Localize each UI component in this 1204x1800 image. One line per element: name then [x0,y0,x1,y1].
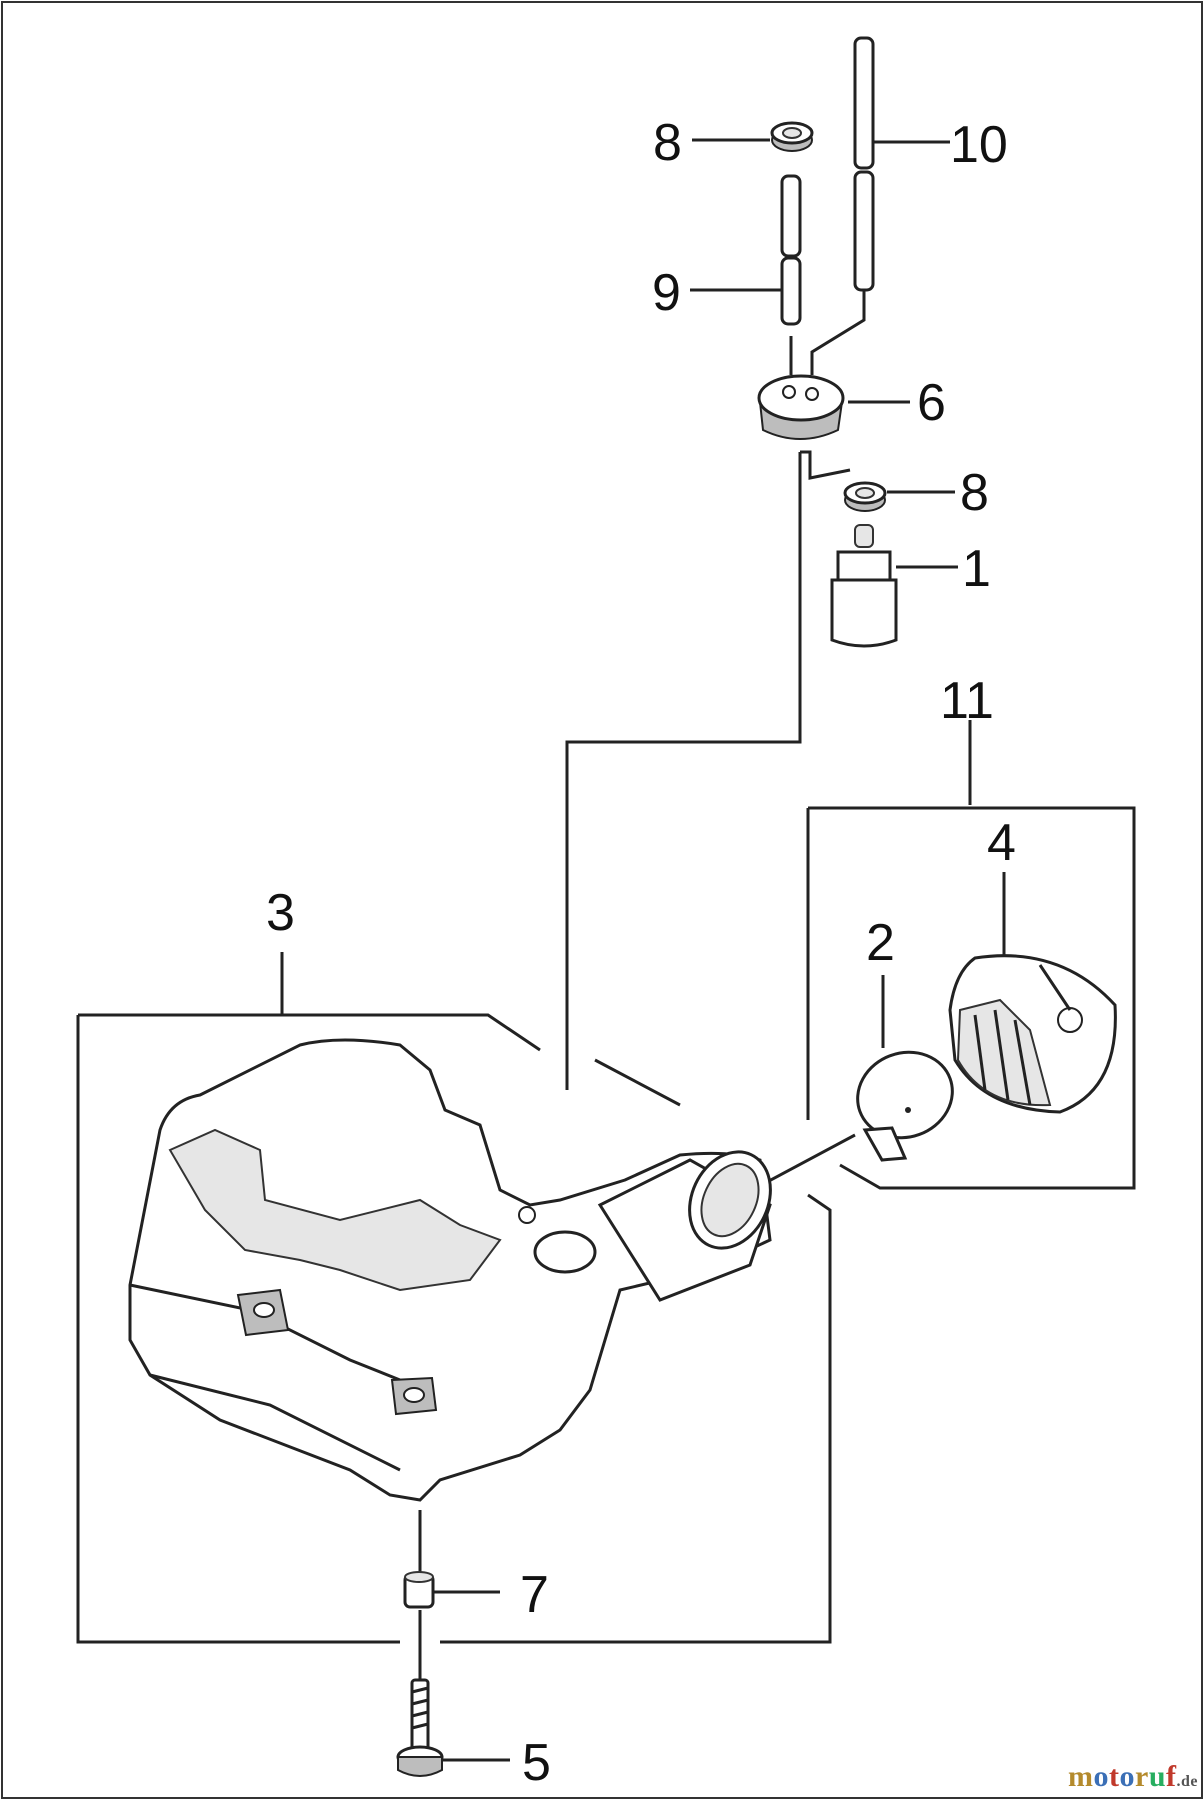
group-3-bracket [76,952,832,1644]
label-part-10: 10 [950,116,1008,174]
part-5-screw [396,1678,510,1777]
mount-boss-left [236,1288,290,1337]
part-7-collar [403,1510,500,1720]
label-part-5: 5 [522,1734,551,1792]
label-part-4: 4 [987,814,1016,872]
part-2-gasket [751,975,954,1192]
part-3-fuel-tank [128,1038,772,1502]
part-10-hose [810,36,950,375]
label-part-2: 2 [866,914,895,972]
group-11-bracket [806,720,1136,1190]
label-part-6: 6 [917,374,946,432]
part-1-fuel-filter [830,524,958,648]
label-part-11: 11 [940,672,994,730]
part-8-grommet-top [692,121,814,152]
part-6-cap [757,374,910,480]
part-9-hose [690,174,802,375]
mount-boss-right [390,1376,438,1416]
part-4-tank-cap [948,872,1117,1114]
label-part-8-lower: 8 [960,464,989,522]
label-part-9: 9 [652,264,681,322]
label-part-8-top: 8 [653,114,682,172]
label-part-3: 3 [266,884,295,942]
label-part-7: 7 [520,1566,549,1624]
label-part-1: 1 [962,540,991,598]
leader-tank-opening [565,452,802,1090]
watermark-logo: motoruf.de [1067,1760,1198,1793]
part-8-grommet-lower [843,481,955,512]
